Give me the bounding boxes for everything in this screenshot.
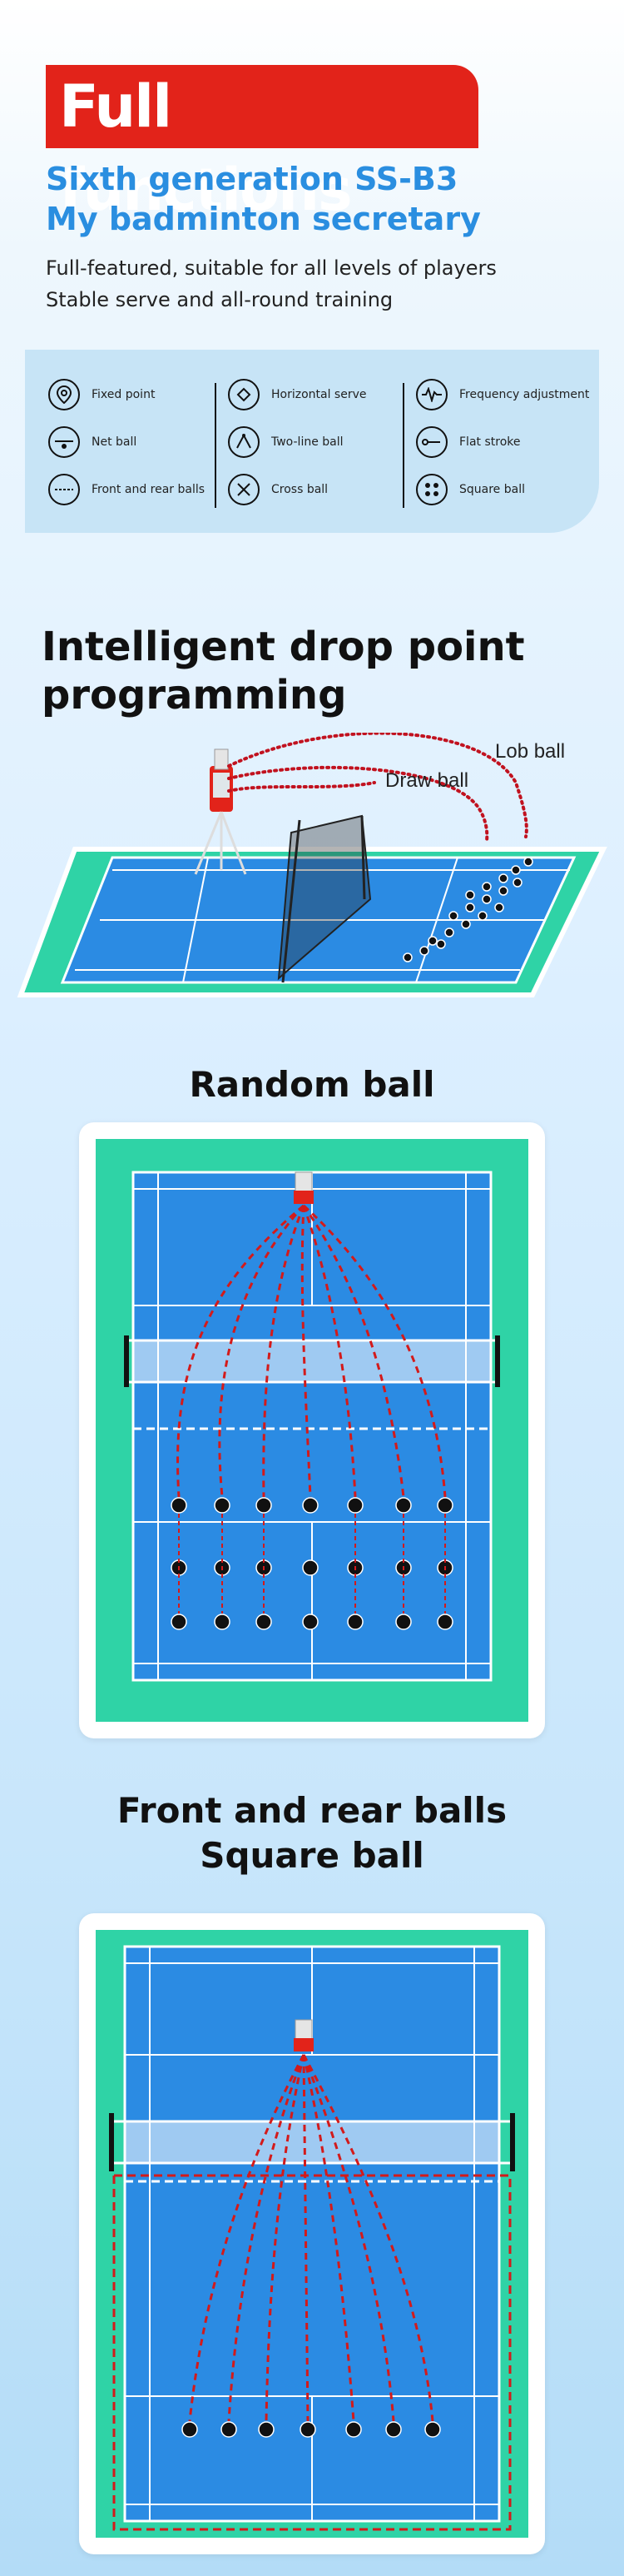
location-pin-icon <box>48 379 80 410</box>
function-label: Fixed point <box>92 388 156 401</box>
function-label: Frequency adjustment <box>459 388 590 401</box>
page-title: Full functions <box>46 65 478 224</box>
function-label: Front and rear balls <box>92 483 206 496</box>
subtitle-line-2: My badminton secretary <box>46 201 481 237</box>
net-ball-icon <box>48 426 80 458</box>
draw-ball-label: Draw ball <box>385 769 468 792</box>
function-label: Square ball <box>459 483 525 496</box>
function-frequency: Frequency adjustment <box>416 379 589 410</box>
function-two-line: Two-line ball <box>228 426 344 458</box>
horizontal-serve-icon <box>228 379 260 410</box>
function-label: Flat stroke <box>459 435 521 449</box>
function-label: Cross ball <box>271 483 329 496</box>
cross-ball-icon <box>228 474 260 505</box>
divider <box>403 383 404 508</box>
frequency-icon <box>416 379 448 410</box>
function-label: Horizontal serve <box>271 388 367 401</box>
random-ball-title: Random ball <box>189 1064 435 1105</box>
square-ball-icon <box>416 474 448 505</box>
function-front-rear: Front and rear balls <box>48 474 205 505</box>
function-panel <box>25 350 599 533</box>
subtitle-line-1: Sixth generation SS-B3 <box>46 161 458 197</box>
function-net-ball: Net ball <box>48 426 136 458</box>
function-label: Two-line ball <box>271 435 344 449</box>
function-cross-ball: Cross ball <box>228 474 328 505</box>
drop-point-title-line-1: Intelligent drop point <box>42 624 525 670</box>
flat-stroke-icon <box>416 426 448 458</box>
drop-point-title: Intelligent drop point programming <box>42 623 525 719</box>
function-square-ball: Square ball <box>416 474 525 505</box>
two-line-icon <box>228 426 260 458</box>
drop-point-title-line-2: programming <box>42 672 347 719</box>
function-flat-stroke: Flat stroke <box>416 426 520 458</box>
square-ball-title-line-2: Square ball <box>200 1835 424 1876</box>
function-fixed-point: Fixed point <box>48 379 155 410</box>
front-rear-icon <box>48 474 80 505</box>
divider <box>215 383 216 508</box>
lob-ball-label: Lob ball <box>495 740 565 763</box>
description-line-1: Full-featured, suitable for all levels o… <box>46 256 497 280</box>
square-ball-title: Front and rear balls Square ball <box>0 1788 624 1878</box>
square-ball-title-line-1: Front and rear balls <box>116 1790 508 1831</box>
description-line-2: Stable serve and all-round training <box>46 288 394 311</box>
drop-point-court-illustration: Lob ball Draw ball <box>17 733 607 997</box>
random-ball-court <box>96 1139 528 1722</box>
square-ball-court <box>96 1930 528 2538</box>
function-label: Net ball <box>92 435 137 449</box>
function-horizontal-serve: Horizontal serve <box>228 379 367 410</box>
